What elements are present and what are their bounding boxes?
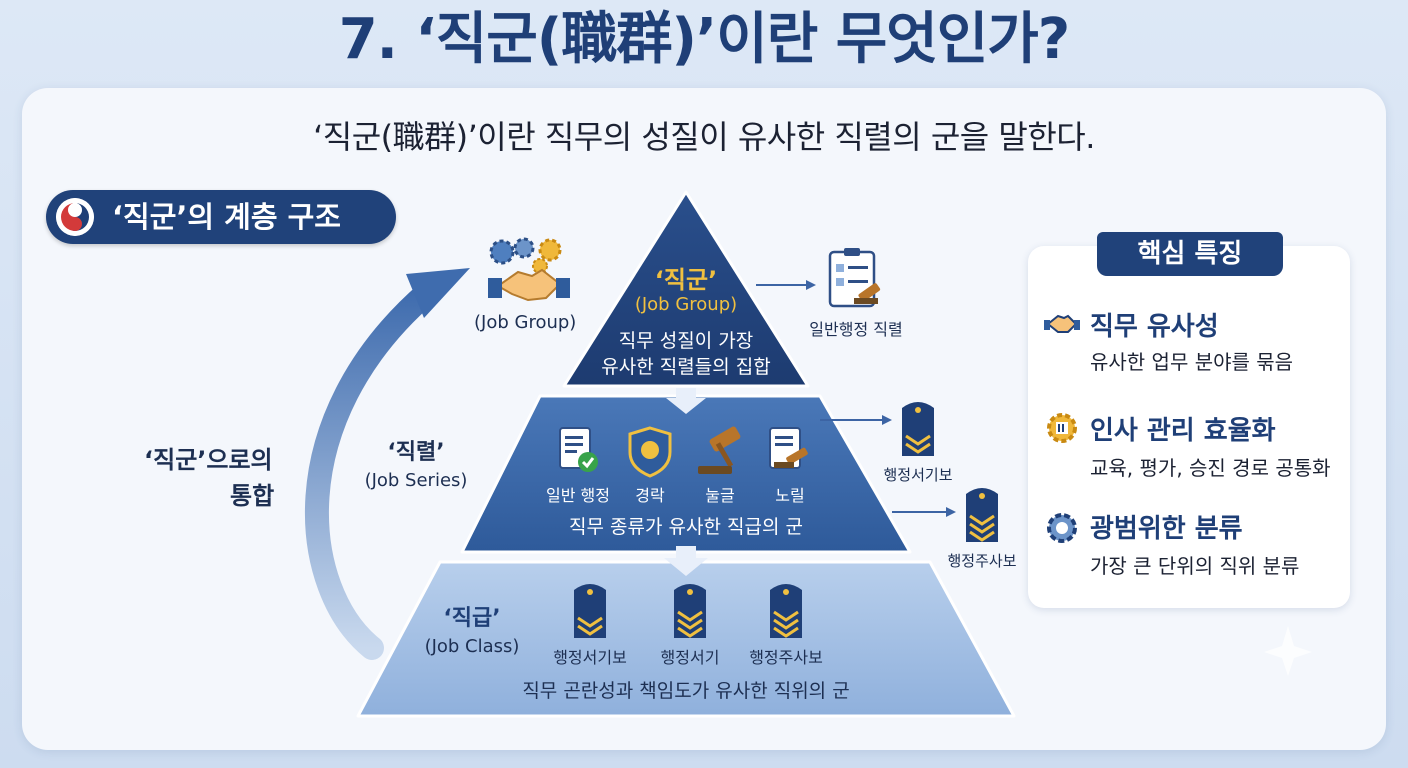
document-gavel-icon [769,427,808,469]
feature-1-title: 직무 유사성 [1090,312,1219,342]
middle-tier-desc: 직무 종류가 유사한 직급의 군 [569,516,803,538]
pyramid-bottom-tier [356,560,1016,718]
integration-arrow [304,280,440,660]
top-tier-desc-1: 직무 성질이 가장 [618,330,754,352]
rank-icon-seogi [674,584,706,638]
middle-side-label-2: 행정주사보 [947,552,1017,570]
feature-3-title: 광범위한 분류 [1090,514,1243,544]
key-features-header: 핵심 특징 [1097,232,1283,276]
integration-label-line1: ‘직군’으로의 [144,446,273,474]
middle-side-label-1: 행정서기보 [883,466,953,484]
document-check-icon [559,427,598,472]
top-tier-name: ‘직군’ [654,266,718,294]
integration-arrowhead [406,268,470,318]
tier-arrow-2 [664,546,708,576]
top-tier-desc-2: 유사한 직렬들의 집합 [601,356,771,378]
top-tier-english: (Job Group) [634,294,738,315]
middle-icon-label-1: 일반 행정 [546,486,610,505]
left-job-group-caption: (Job Group) [474,312,577,333]
rank-icon-jusabo [770,584,802,638]
integration-label-line2: 통합 [230,482,275,510]
feature-2-desc: 교육, 평가, 승진 경로 공통화 [1090,456,1331,480]
bottom-tier-name: ‘직급’ [443,606,501,631]
rank-icon-seogibo-side [902,402,934,456]
bottom-icon-label-3: 행정주사보 [749,648,823,667]
bottom-icon-label-1: 행정서기보 [553,648,627,667]
rank-icon-seogibo [574,584,606,638]
section-badge: ‘직군’의 계층 구조 [46,190,396,244]
definition-subtitle: ‘직군(職群)’이란 직무의 성질이 유사한 직렬의 군을 말한다. [313,118,1095,156]
pyramid-top-tier [562,190,810,388]
bottom-tier-desc: 직무 곤란성과 책임도가 유사한 직위의 군 [522,680,850,702]
police-badge-icon [628,426,672,478]
middle-tier-english: (Job Series) [364,470,468,491]
top-side-label: 일반행정 직렬 [809,320,903,339]
feature-2-title: 인사 관리 효율화 [1090,416,1276,446]
middle-icon-label-3: 눌글 [705,486,735,505]
middle-icon-label-4: 노릴 [775,486,805,505]
tier-arrow-1 [666,388,706,414]
key-features-card [1028,246,1350,608]
gear-icon [1044,410,1080,446]
handshake-icon [1044,306,1080,342]
page-title: 7. ‘직군(職群)’이란 무엇인가? [338,7,1071,72]
sparkle-decoration [1264,626,1312,676]
section-badge-label: ‘직군’의 계층 구조 [112,200,341,234]
gavel-icon [698,426,741,474]
handshake-gears-icon [488,237,570,302]
bottom-tier-english: (Job Class) [424,636,520,657]
middle-icon-label-2: 경락 [635,486,665,505]
clipboard-gavel-icon [828,248,881,308]
middle-tier-name: ‘직렬’ [387,440,445,465]
taegeuk-emblem-icon [56,198,94,236]
bottom-icon-label-2: 행정서기 [660,648,720,667]
flower-gear-icon [1044,510,1080,546]
rank-icon-jusabo-side [966,488,998,542]
feature-1-desc: 유사한 업무 분야를 묶음 [1090,350,1294,374]
feature-3-desc: 가장 큰 단위의 직위 분류 [1090,554,1300,578]
